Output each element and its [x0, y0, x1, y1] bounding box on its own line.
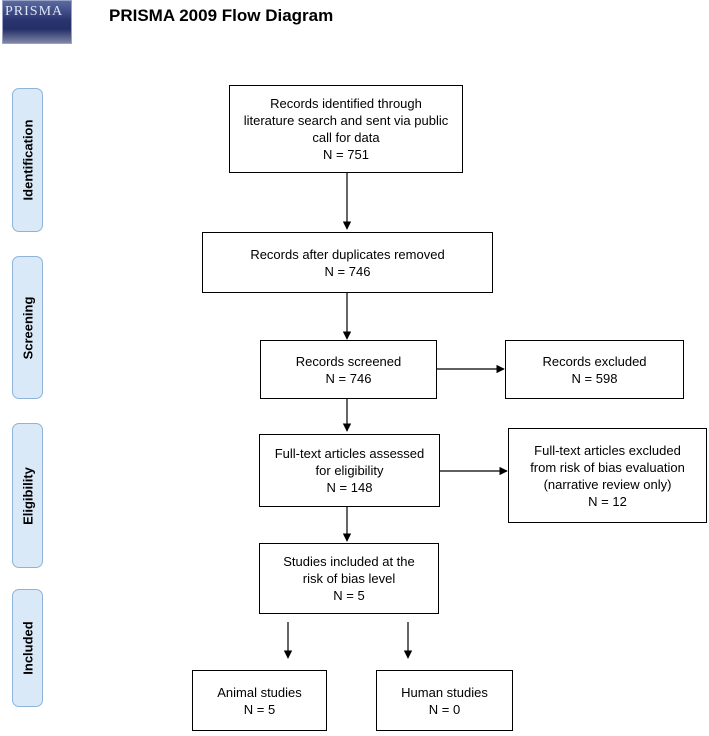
box-line: for eligibility — [315, 463, 384, 478]
box-line: call for data — [312, 130, 380, 145]
phase-screening: Screening — [12, 256, 43, 399]
box-studies-included: Studies included at the risk of bias lev… — [259, 543, 439, 614]
box-line: (narrative review only) — [543, 476, 672, 492]
box-line: Studies included at the — [283, 554, 415, 569]
page-title: PRISMA 2009 Flow Diagram — [109, 6, 334, 25]
box-count: N = 0 — [428, 701, 461, 717]
prisma-logo: PRISMA — [2, 0, 72, 44]
box-count: N = 5 — [243, 701, 276, 717]
box-count: N = 598 — [571, 370, 618, 386]
box-line: literature search and sent via public — [243, 113, 449, 128]
phase-eligibility: Eligibility — [12, 423, 43, 568]
logo-shade — [3, 29, 71, 43]
box-count: N = 12 — [588, 493, 627, 509]
box-line: Human studies — [401, 684, 488, 700]
box-after-duplicates: Records after duplicates removed N = 746 — [202, 232, 493, 293]
box-line: Full-text articles assessed — [274, 446, 425, 461]
box-records-identified: Records identified through literature se… — [229, 85, 463, 173]
box-count: N = 746 — [324, 263, 371, 279]
box-fulltext-assessed: Full-text articles assessed for eligibil… — [259, 434, 440, 507]
box-records-excluded: Records excluded N = 598 — [505, 340, 684, 399]
box-line: from risk of bias evaluation — [530, 459, 685, 475]
box-count: N = 751 — [323, 147, 369, 162]
box-count: N = 746 — [325, 370, 372, 386]
box-human-studies: Human studies N = 0 — [376, 670, 513, 731]
phase-included: Included — [12, 589, 43, 707]
box-records-screened: Records screened N = 746 — [260, 340, 437, 399]
logo-text: PRISMA — [5, 4, 64, 19]
box-animal-studies: Animal studies N = 5 — [192, 670, 327, 731]
phase-identification: Identification — [12, 88, 43, 232]
box-line: Full-text articles excluded — [534, 442, 681, 458]
box-line: risk of bias level — [302, 571, 396, 586]
box-count: N = 5 — [333, 588, 365, 603]
box-line: Records screened — [295, 353, 402, 369]
box-count: N = 148 — [326, 480, 373, 495]
box-fulltext-excluded: Full-text articles excluded from risk of… — [508, 428, 707, 523]
box-line: Records excluded — [542, 353, 647, 369]
box-line: Animal studies — [217, 684, 302, 700]
box-line: Records identified through — [270, 96, 422, 111]
box-line: Records after duplicates removed — [250, 246, 445, 262]
